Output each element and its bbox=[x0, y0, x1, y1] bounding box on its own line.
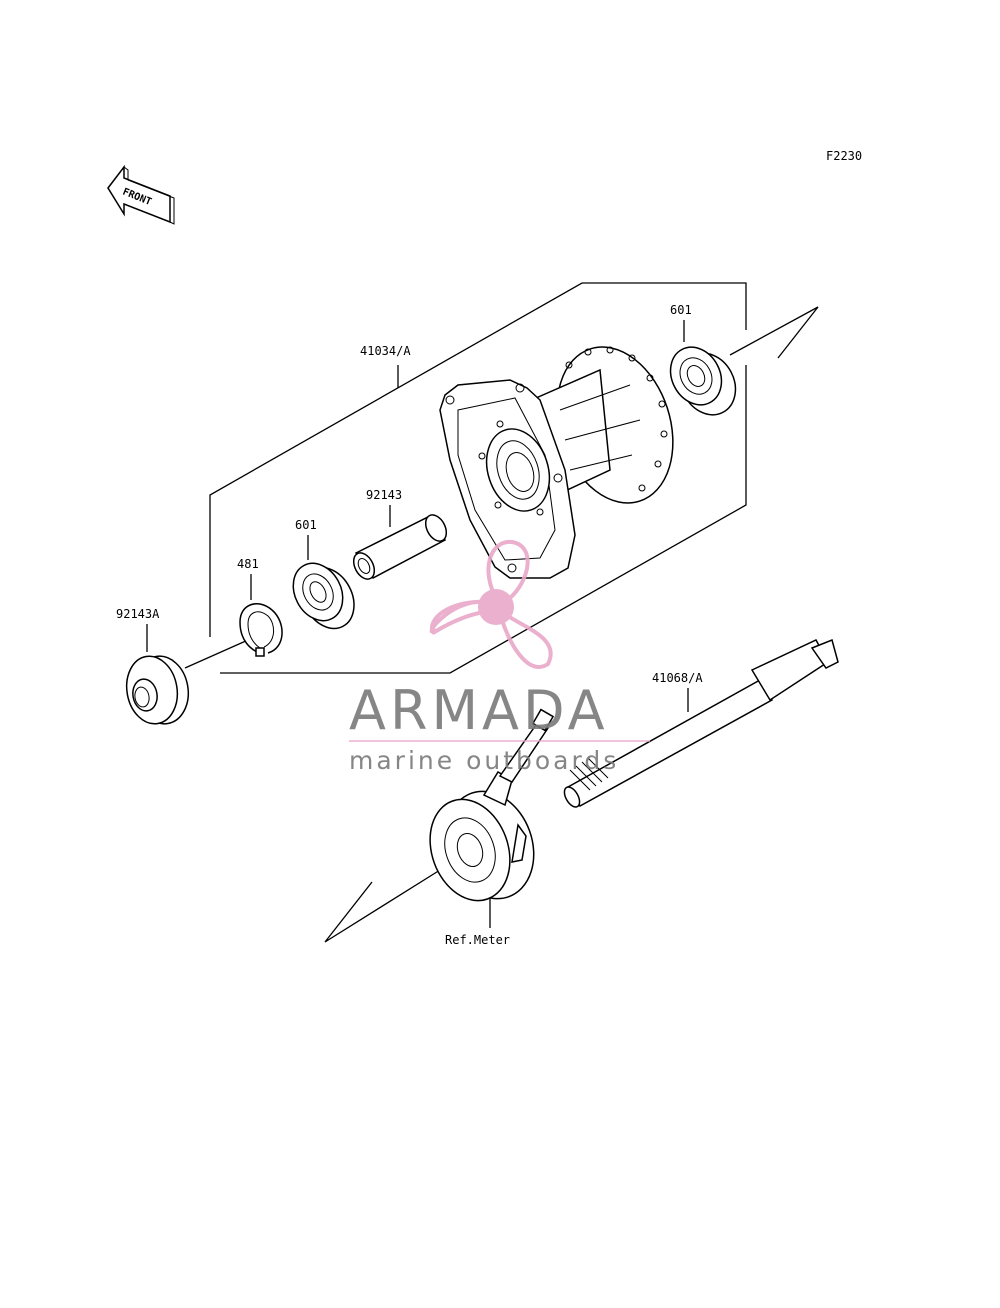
spacer-tube bbox=[352, 514, 448, 580]
label-collar: 92143A bbox=[116, 607, 160, 621]
label-meter: Ref.Meter bbox=[445, 933, 510, 947]
wheel-hub bbox=[439, 346, 674, 579]
axle-shaft bbox=[563, 638, 839, 808]
label-spacer: 92143 bbox=[366, 488, 402, 502]
label-hub: 41034/A bbox=[360, 344, 411, 358]
label-axle: 41068/A bbox=[652, 671, 703, 685]
speedometer-gear-housing bbox=[429, 708, 555, 902]
propeller-hub-icon bbox=[478, 589, 514, 625]
bearing-left bbox=[292, 562, 355, 630]
watermark-tagline: marine outboards bbox=[349, 746, 619, 775]
hub-assembly-outline bbox=[209, 282, 747, 674]
propeller-logo-icon bbox=[429, 539, 553, 669]
collar bbox=[125, 655, 190, 725]
armada-logo: ARMADA marine outboards bbox=[349, 539, 650, 775]
axis-line-left bbox=[184, 639, 249, 669]
figure-code: F2230 bbox=[826, 149, 862, 163]
axis-line-right bbox=[729, 306, 819, 359]
watermark-brand: ARMADA bbox=[349, 679, 609, 742]
label-bearing-right: 601 bbox=[670, 303, 692, 317]
circlip bbox=[239, 603, 283, 657]
label-bearing-left: 601 bbox=[295, 518, 317, 532]
axis-line-meter bbox=[324, 869, 441, 943]
label-circlip: 481 bbox=[237, 557, 259, 571]
front-arrow-icon: FRONT bbox=[107, 164, 175, 225]
bearing-right bbox=[669, 346, 737, 416]
